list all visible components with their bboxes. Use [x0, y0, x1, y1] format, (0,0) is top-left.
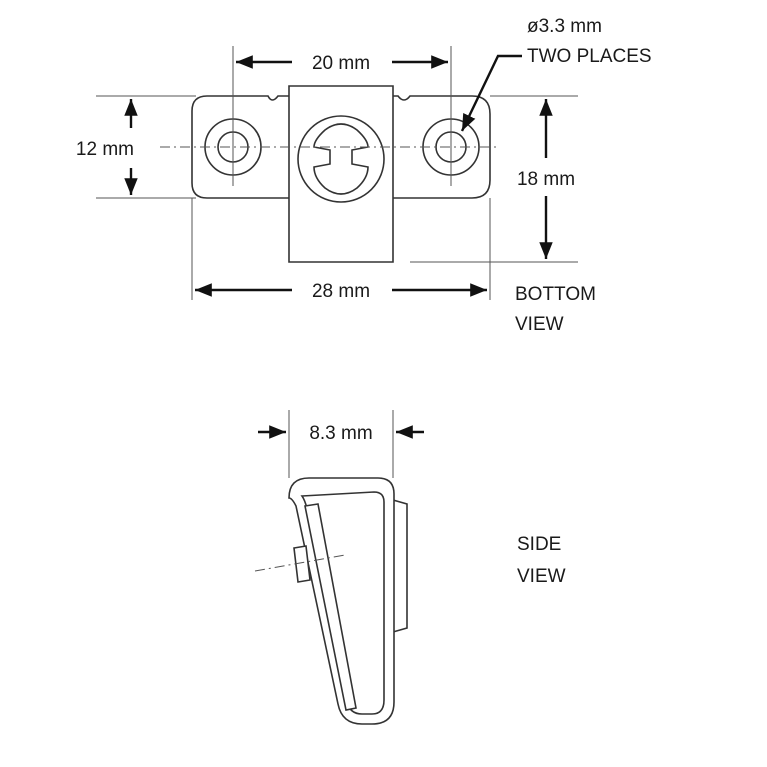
hole-diameter-label: ø3.3 mm: [527, 16, 602, 37]
dim-label-8mm: 8.3 mm: [309, 423, 372, 444]
tab-centerline: [254, 554, 346, 572]
hole-leader: [460, 54, 522, 132]
clip-mounting-tab: [293, 545, 311, 583]
dim-label-12mm: 12 mm: [76, 139, 134, 160]
side-view: 8.3 mm SIDE VIEW: [254, 410, 566, 725]
side-view-label-line1: SIDE: [517, 534, 561, 555]
clip-inner-blade: [304, 503, 357, 711]
bottom-view-label-line2: VIEW: [515, 314, 564, 335]
clip-back-plate: [392, 498, 408, 634]
dim-label-18mm: 18 mm: [517, 169, 575, 190]
dim-label-28mm: 28 mm: [312, 281, 370, 302]
hole-count-label: TWO PLACES: [527, 46, 652, 67]
bottom-view-label-line1: BOTTOM: [515, 284, 596, 305]
dim-label-20mm: 20 mm: [312, 53, 370, 74]
center-keyed-slot: [313, 123, 369, 195]
side-view-label-line2: VIEW: [517, 566, 566, 587]
bottom-view: 20 mm 12 mm 18 mm 28 mm ø3.3 mm TWO PLAC…: [76, 16, 652, 335]
